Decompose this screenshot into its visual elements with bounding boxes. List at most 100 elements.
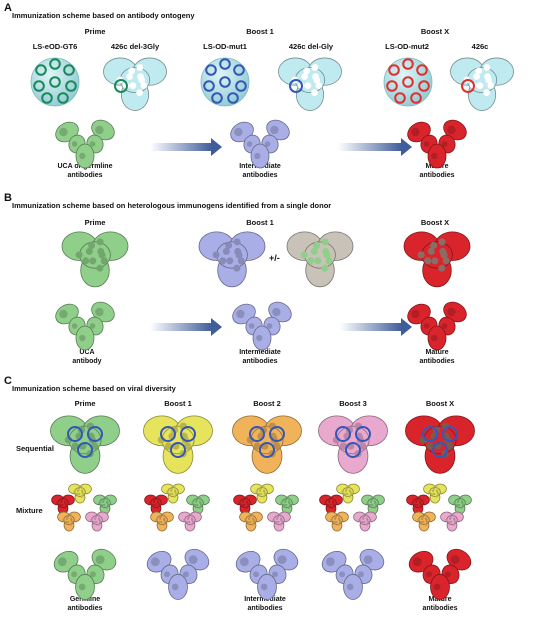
panel-c-epitope-ring-boost2-3	[259, 442, 275, 458]
panel-a-particle-boostx-epitope-ring-8	[410, 92, 422, 104]
panel-a-trimer-prime-epitope-ring	[114, 79, 128, 93]
panel-c-mixture-boost2-trimer-5	[267, 511, 291, 532]
panel-a-stage-boost1: Boost 1	[246, 27, 274, 36]
panel-a-particle-prime-epitope-ring-6	[65, 80, 77, 92]
panel-c-antibody-intermediate-1	[146, 548, 210, 600]
panel-a-particle-boost1-epitope-ring-2	[219, 58, 231, 70]
panel-c-epitope-ring-boostx-1	[422, 426, 438, 442]
panel-a-particle-boost1-epitope-ring-5	[219, 76, 231, 88]
panel-b-stage-prime: Prime	[84, 218, 106, 227]
panel-c-mixture-boost2-trimer-2	[233, 494, 257, 515]
panel-a-particle-boostx-epitope-ring-5	[402, 76, 414, 88]
panel-c-stage-boost3: Boost 3	[339, 399, 367, 408]
panel-c-epitope-ring-boost2-2	[269, 426, 285, 442]
panel-a-particle-boost1-epitope-ring-3	[233, 64, 245, 76]
panel-c-mixture-boost2-trimer-3	[275, 494, 299, 515]
panel-c-epitope-ring-boost3-1	[335, 426, 351, 442]
panel-c-antibody-intermediate-2	[235, 548, 299, 600]
panel-a-arrow-1	[150, 138, 222, 156]
panel-a-immunogen-5: LS-OD-mut2	[385, 42, 429, 51]
panel-a-particle-boost1-epitope-ring-1	[205, 64, 217, 76]
panel-c-trimer-boost3	[318, 415, 388, 474]
panel-b-trimer-boost1	[198, 231, 266, 288]
panel-a-particle-prime-epitope-ring-1	[35, 64, 47, 76]
panel-c-mixture-boost1-trimer-2	[144, 494, 168, 515]
panel-c-stage-boost1: Boost 1	[164, 399, 192, 408]
panel-b-plus-minus: +/-	[269, 253, 280, 263]
panel-a-antibody-mature	[407, 119, 467, 169]
panel-c-trimer-boost2	[232, 415, 302, 474]
panel-a-particle-boost1-epitope-ring-8	[227, 92, 239, 104]
panel-b-stage-boostx: Boost X	[420, 218, 450, 227]
panel-c-row-sequential: Sequential	[16, 444, 54, 453]
panel-c-mixture-boostx-trimer-2	[406, 494, 430, 515]
panel-b-antibody-mature	[407, 301, 467, 351]
panel-c-mixture-boost3-trimer-2	[319, 494, 343, 515]
panel-c-mixture-boostx-trimer-1	[423, 483, 447, 504]
panel-c-mixture-boost1-trimer-1	[161, 483, 185, 504]
panel-b-trimer-prime	[61, 231, 129, 288]
panel-c-mixture-boost3-trimer-1	[336, 483, 360, 504]
panel-c-mixture-boostx-trimer-5	[440, 511, 464, 532]
panel-c-letter: C	[4, 375, 12, 387]
panel-a-particle-prime-epitope-ring-4	[33, 80, 45, 92]
panel-a-particle-boostx-epitope-ring-1	[388, 64, 400, 76]
panel-a-particle-prime-epitope-ring-2	[49, 58, 61, 70]
panel-c-mixture-boost1-trimer-4	[150, 511, 174, 532]
panel-b-trimer-boost1-alt	[286, 231, 354, 288]
panel-a-immunogen-2: 426c del-3Gly	[110, 42, 160, 51]
panel-c-epitope-ring-boostx-3	[432, 442, 448, 458]
panel-c-stage-prime: Prime	[74, 399, 96, 408]
panel-a-trimer-boost1	[278, 57, 342, 111]
panel-a-immunogen-6: 426c	[471, 42, 489, 51]
panel-c-stage-boost2: Boost 2	[253, 399, 281, 408]
panel-a-letter: A	[4, 2, 12, 14]
panel-b-letter: B	[4, 192, 12, 204]
panel-c-stage-boostx: Boost X	[425, 399, 455, 408]
panel-a-antibody-intermediate	[230, 119, 290, 169]
panel-a-particle-boostx-epitope-ring-2	[402, 58, 414, 70]
panel-c-mixture-prime-trimer-2	[51, 494, 75, 515]
panel-c-epitope-ring-prime-3	[77, 442, 93, 458]
panel-c-trimer-prime	[50, 415, 120, 474]
panel-a-particle-boostx-epitope-ring-6	[418, 80, 430, 92]
panel-c-mixture-boostx-trimer-4	[412, 511, 436, 532]
panel-b-stage-boost1: Boost 1	[246, 218, 274, 227]
panel-a-particle-boostx-epitope-ring-4	[386, 80, 398, 92]
panel-a-particle-boost1-epitope-ring-4	[203, 80, 215, 92]
panel-c-trimer-boostx	[405, 415, 475, 474]
panel-c-antibody-intermediate-3	[321, 548, 385, 600]
panel-a-trimer-boostx-epitope-ring	[461, 79, 475, 93]
panel-c-mixture-boost3-trimer-4	[325, 511, 349, 532]
panel-c-epitope-ring-boost3-2	[355, 426, 371, 442]
panel-c-epitope-ring-boost1-1	[160, 426, 176, 442]
panel-a-trimer-boost1-epitope-ring	[289, 79, 303, 93]
panel-c-epitope-ring-boost2-1	[249, 426, 265, 442]
panel-a-trimer-prime	[103, 57, 167, 111]
panel-c-antibody-mature	[408, 548, 472, 600]
panel-c-mixture-boost1-trimer-5	[178, 511, 202, 532]
panel-a-stage-prime: Prime	[84, 27, 106, 36]
panel-b-trimer-boostx	[403, 231, 471, 288]
panel-c-mixture-boost2-trimer-1	[250, 483, 274, 504]
panel-a-particle-boost1-epitope-ring-7	[211, 92, 223, 104]
panel-c-row-mixture: Mixture	[16, 506, 43, 515]
panel-c-mixture-boost3-trimer-3	[361, 494, 385, 515]
panel-c-epitope-ring-boost3-3	[345, 442, 361, 458]
panel-a-stage-boostx: Boost X	[420, 27, 450, 36]
panel-c-mixture-prime-trimer-1	[68, 483, 92, 504]
panel-c-mixture-prime-trimer-4	[57, 511, 81, 532]
panel-a-immunogen-1: LS-eOD-GT6	[32, 42, 78, 51]
panel-c-epitope-ring-prime-1	[67, 426, 83, 442]
panel-c-mixture-boost2-trimer-4	[239, 511, 263, 532]
panel-c-epitope-ring-boost1-3	[170, 442, 186, 458]
panel-a-particle-prime-epitope-ring-7	[41, 92, 53, 104]
panel-c-title: Immunization scheme based on viral diver…	[12, 384, 176, 393]
panel-a-title: Immunization scheme based on antibody on…	[12, 11, 195, 20]
panel-b-arrow-1	[150, 318, 222, 336]
panel-a-particle-boostx-epitope-ring-3	[416, 64, 428, 76]
panel-b-arrow-2	[340, 318, 412, 336]
panel-b-title: Immunization scheme based on heterologou…	[12, 201, 332, 210]
